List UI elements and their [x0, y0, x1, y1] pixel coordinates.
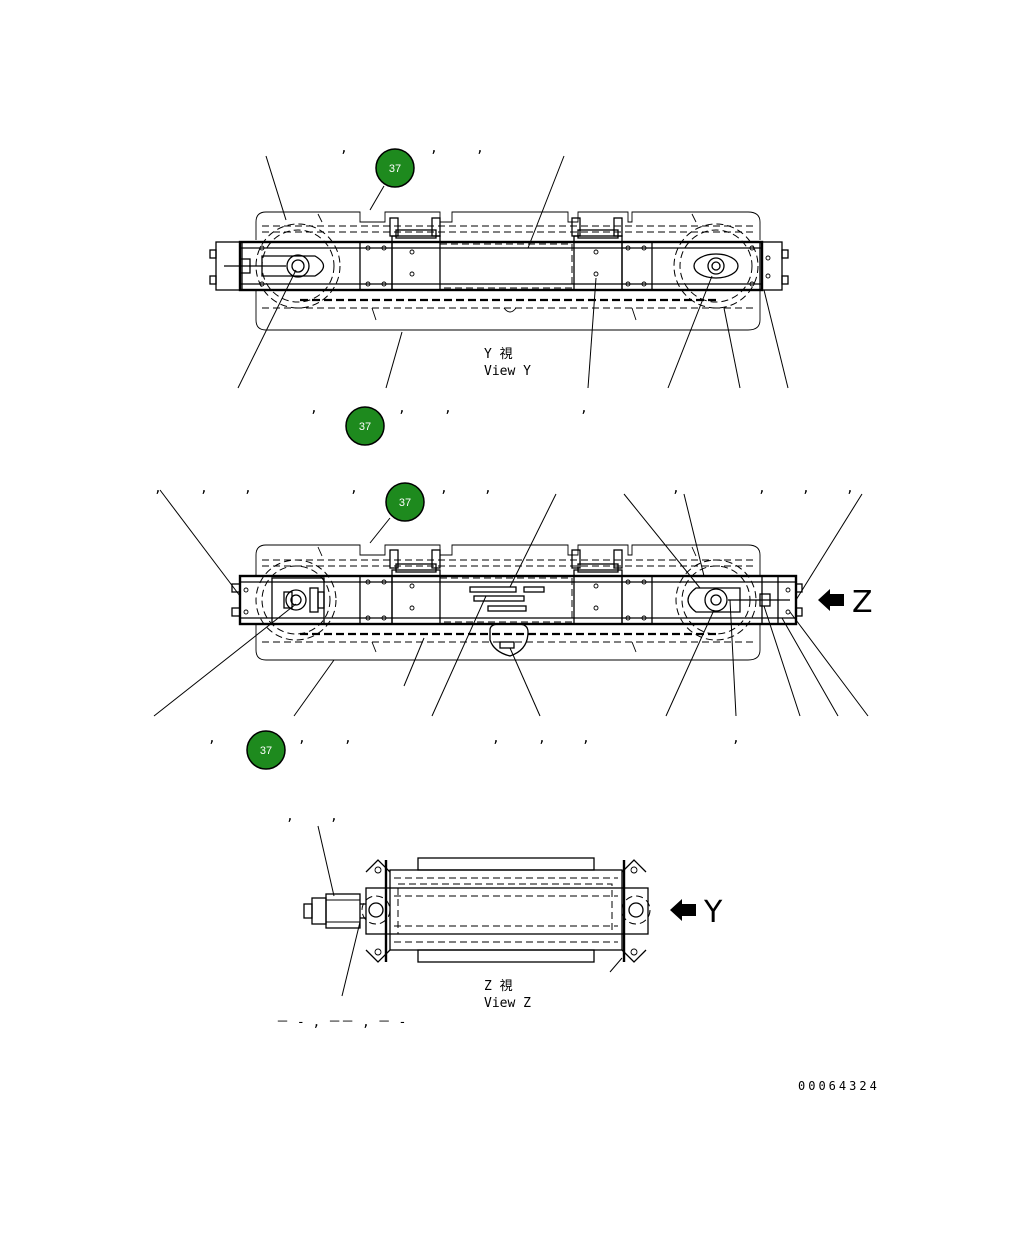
view-z-caption-jp: Z 視	[484, 979, 513, 994]
svg-text:37: 37	[260, 745, 272, 757]
svg-text:,: ,	[340, 141, 348, 156]
svg-text:,: ,	[430, 141, 438, 156]
svg-text:37: 37	[359, 421, 371, 433]
svg-text:,: ,	[154, 481, 162, 496]
view-y-caption-jp: Y 視	[484, 347, 513, 362]
svg-text:,: ,	[310, 401, 318, 416]
svg-text:,: ,	[580, 401, 588, 416]
svg-text:37: 37	[389, 163, 401, 175]
svg-text:,: ,	[286, 809, 294, 824]
svg-text:,: ,	[398, 401, 406, 416]
part-id: 00064324	[798, 1079, 880, 1093]
svg-text:37: 37	[399, 497, 411, 509]
svg-text:,: ,	[200, 481, 208, 496]
dash-note: － - , －－ , － -	[276, 1015, 406, 1030]
svg-text:,: ,	[802, 481, 810, 496]
svg-text:,: ,	[244, 481, 252, 496]
view-y: , , , , , , , 37 37 Y 視 View Y	[209, 141, 789, 446]
arrow-y-label: Y	[703, 895, 723, 930]
callout-bubble-icon: 37	[345, 406, 385, 446]
svg-text:,: ,	[484, 481, 492, 496]
arrow-z-label: Z	[852, 585, 873, 620]
callout-bubble-icon: 37	[385, 482, 425, 522]
view-z: , , Y Z 視 View Z － - , －－ , － -	[276, 809, 723, 1030]
callout-bubble-icon: 37	[246, 730, 286, 770]
svg-text:,: ,	[440, 481, 448, 496]
svg-text:,: ,	[582, 731, 590, 746]
svg-text:,: ,	[732, 731, 740, 746]
view-main: , , , , , , , , , , , , , , , , , 37 37 …	[153, 481, 873, 770]
svg-text:,: ,	[330, 809, 338, 824]
svg-text:,: ,	[846, 481, 854, 496]
view-y-caption-en: View Y	[484, 364, 531, 379]
callout-bubble-icon: 37	[375, 148, 415, 188]
svg-text:,: ,	[444, 401, 452, 416]
svg-text:,: ,	[344, 731, 352, 746]
svg-text:,: ,	[538, 731, 546, 746]
arrow-left-icon	[818, 589, 844, 611]
svg-text:,: ,	[476, 141, 484, 156]
svg-text:,: ,	[672, 481, 680, 496]
svg-text:,: ,	[298, 731, 306, 746]
arrow-left-icon	[670, 899, 696, 921]
svg-text:,: ,	[492, 731, 500, 746]
svg-text:,: ,	[758, 481, 766, 496]
svg-text:,: ,	[208, 731, 216, 746]
svg-text:,: ,	[350, 481, 358, 496]
view-z-caption-en: View Z	[484, 996, 531, 1011]
